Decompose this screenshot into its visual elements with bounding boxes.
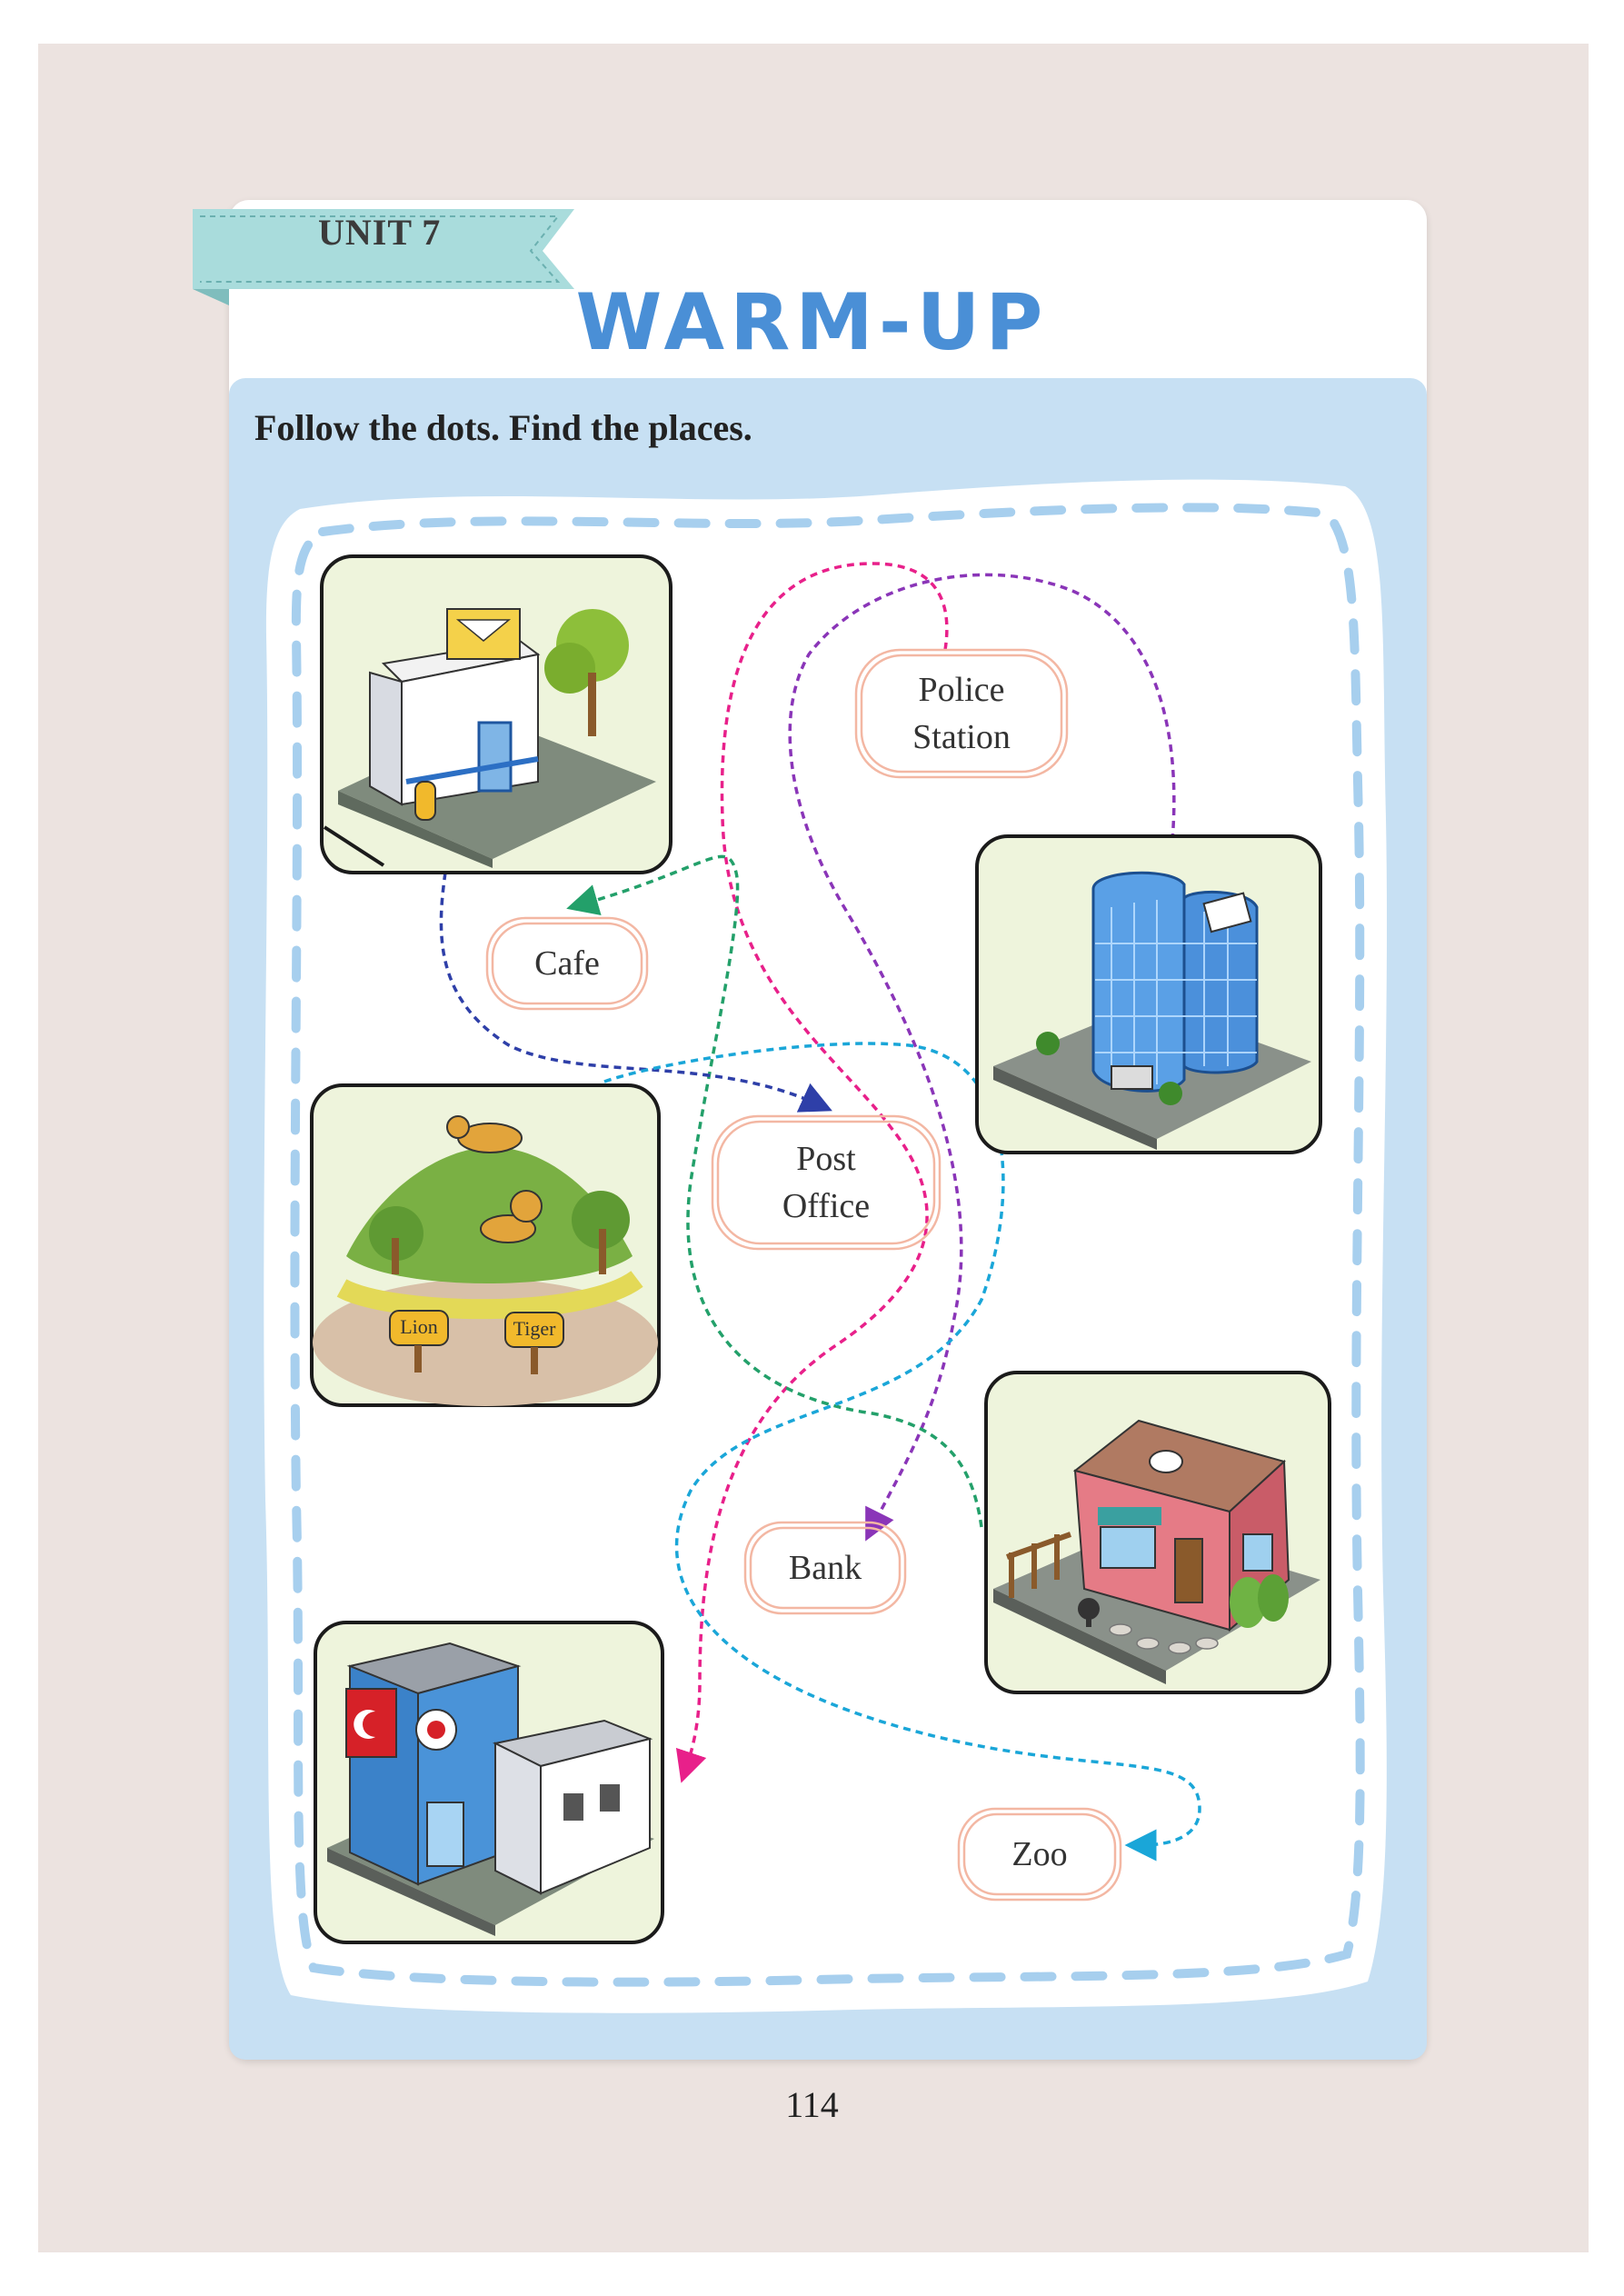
post-office-label: Post Office	[712, 1135, 940, 1230]
cafe-label-bubble	[485, 916, 649, 1011]
police-label-bubble	[854, 648, 1069, 779]
zoo-label-bubble-inner	[962, 1812, 1117, 1896]
bank-label-bubble	[743, 1521, 907, 1615]
post-label-bubble	[711, 1114, 942, 1251]
turkish-flag	[345, 1688, 397, 1758]
instruction-text: Follow the dots. Find the places.	[254, 407, 752, 448]
cyan-trail	[603, 1042, 1201, 1862]
bank-label-bubble-inner	[749, 1526, 902, 1610]
bank-label: Bank	[788, 1549, 862, 1587]
unit-ribbon	[193, 209, 574, 305]
post-label-bubble-inner	[716, 1120, 936, 1245]
zoo-label: Zoo	[1011, 1835, 1068, 1873]
navy-trail	[439, 872, 832, 1113]
police-station-label: Police Station	[856, 666, 1067, 761]
post-office-picture	[320, 554, 673, 874]
page-number: 114	[785, 2084, 839, 2125]
cafe-label-bubble-inner	[491, 922, 643, 1005]
bank-building-picture	[975, 834, 1322, 1154]
post-label-line2: Office	[782, 1187, 871, 1225]
purple-trail	[788, 573, 1176, 1542]
police-station-picture	[314, 1621, 664, 1944]
lion-sign-text: Lion	[400, 1315, 438, 1338]
page-title: WARM-UP	[575, 277, 1049, 368]
police-label-line1: Police	[918, 671, 1005, 709]
police-label-line2: Station	[912, 718, 1011, 756]
pink-trail	[675, 562, 949, 1783]
zoo-picture: Lion Tiger	[310, 1083, 661, 1407]
police-label-bubble-inner	[860, 654, 1063, 774]
unit-label: UNIT 7	[318, 212, 442, 253]
dashed-frame	[290, 503, 1365, 1987]
tiger-sign-text: Tiger	[513, 1317, 557, 1340]
cafe-label: Cafe	[534, 944, 600, 983]
cafe-picture	[984, 1371, 1331, 1694]
post-label-line1: Post	[796, 1140, 856, 1178]
zoo-label-bubble	[957, 1807, 1122, 1902]
green-trail	[566, 854, 983, 1528]
